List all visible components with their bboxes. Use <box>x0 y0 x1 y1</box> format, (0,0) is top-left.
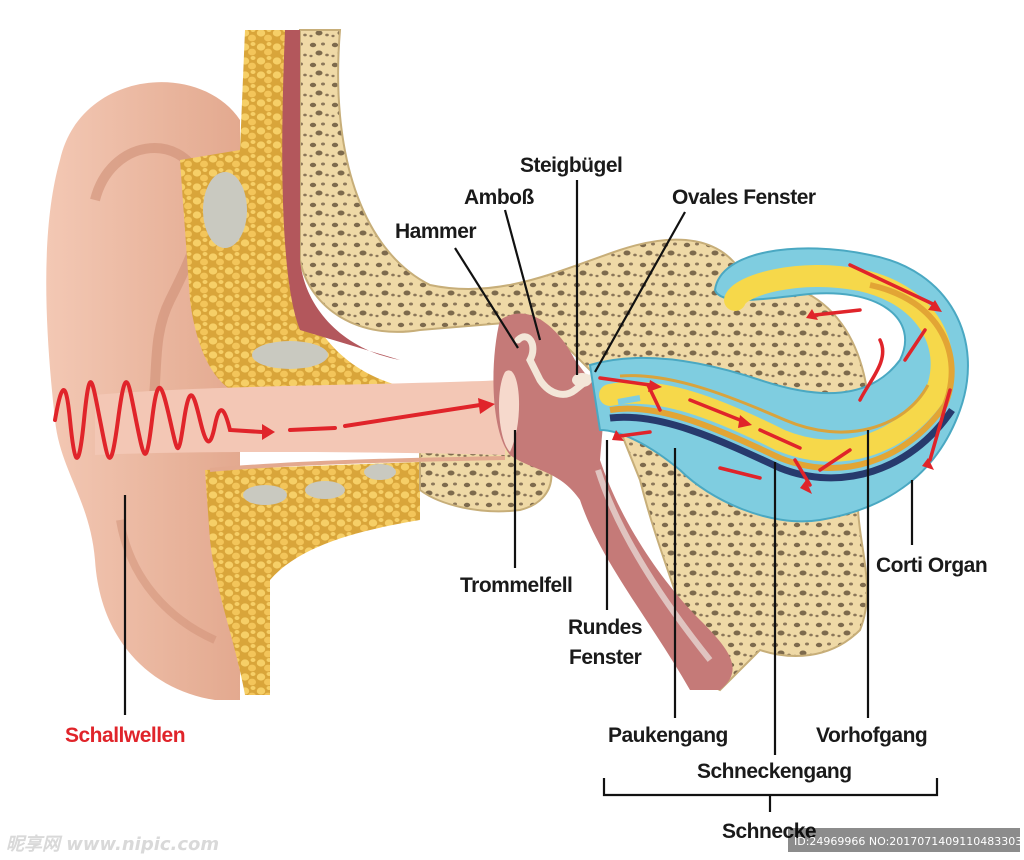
watermark: 昵享网 www.nipic.com ID:24969966 NO:2017071… <box>6 828 1024 855</box>
cartilage-spot <box>203 172 247 248</box>
watermark-right: ID:24969966 NO:20170714091104833038 <box>794 835 1024 848</box>
label-ovales-fenster: Ovales Fenster <box>672 186 816 209</box>
label-schnecke: Schnecke <box>722 820 816 843</box>
ossicles <box>514 333 594 398</box>
temporal-bone <box>282 29 871 692</box>
cochlea-flow-arrows <box>598 263 952 487</box>
label-hammer: Hammer <box>395 220 476 243</box>
label-rundes: Rundes <box>568 616 642 639</box>
label-vorhofgang: Vorhofgang <box>816 724 927 747</box>
watermark-left: 昵享网 www.nipic.com <box>6 834 219 855</box>
label-trommelfell: Trommelfell <box>460 574 572 597</box>
watermark-bar <box>788 828 1020 852</box>
stapes-footplate <box>572 373 592 387</box>
labels: Steigbügel Amboß Ovales Fenster Hammer T… <box>65 154 988 843</box>
label-paukengang: Paukengang <box>608 724 728 747</box>
label-schneckengang: Schneckengang <box>697 760 852 783</box>
label-corti-organ: Corti Organ <box>876 554 987 577</box>
label-fenster: Fenster <box>569 646 642 669</box>
ear-canal <box>95 380 505 455</box>
leader-lines <box>123 180 939 812</box>
sound-wave <box>53 380 482 460</box>
label-amboss: Amboß <box>464 186 534 209</box>
label-steigbuegel: Steigbügel <box>520 154 622 177</box>
arrowheads <box>612 300 942 494</box>
label-schallwellen: Schallwellen <box>65 724 185 747</box>
